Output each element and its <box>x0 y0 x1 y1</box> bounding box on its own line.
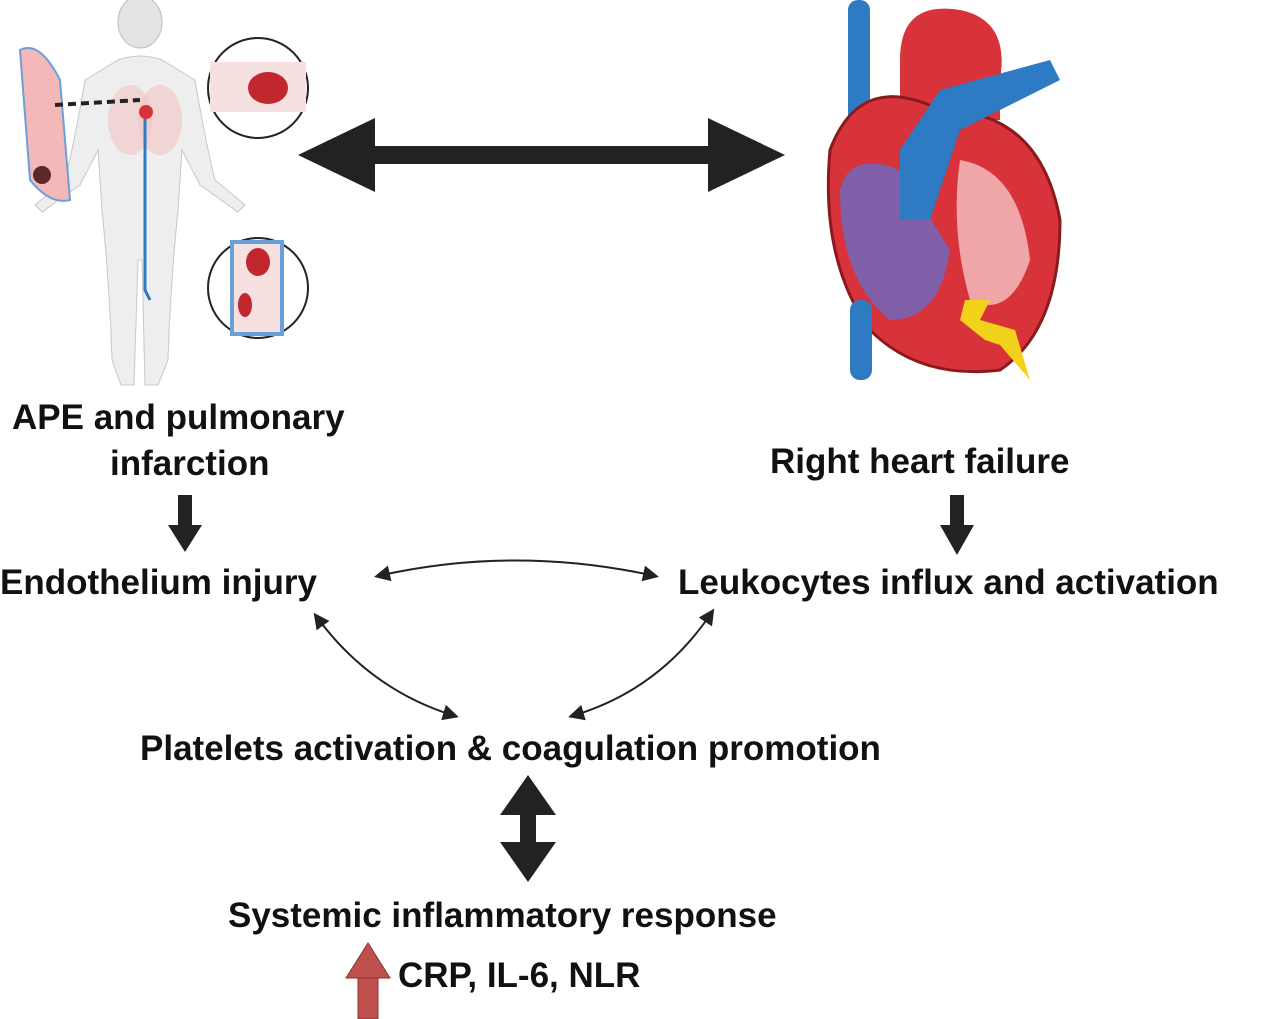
label-endothelium-injury: Endothelium injury <box>0 563 317 602</box>
arrow-endothelium-platelets <box>313 612 459 721</box>
arrow-endothelium-leukocytes <box>374 559 659 582</box>
increase-arrow <box>345 942 391 1019</box>
label-leukocytes: Leukocytes influx and activation <box>678 563 1219 602</box>
label-platelets: Platelets activation & coagulation promo… <box>140 729 881 768</box>
arrow-leukocytes-platelets <box>568 608 715 721</box>
human-body-illustration <box>18 0 309 386</box>
bidirectional-arrow-vertical <box>500 775 556 882</box>
label-right-heart-failure: Right heart failure <box>770 442 1070 481</box>
heart-illustration <box>826 0 1062 380</box>
label-ape: APE and pulmonary <box>12 398 345 437</box>
label-infarction: infarction <box>110 444 270 483</box>
bidirectional-arrow-large <box>298 118 785 192</box>
label-markers: CRP, IL-6, NLR <box>398 956 641 995</box>
label-systemic-response: Systemic inflammatory response <box>228 896 777 935</box>
down-arrow-left <box>168 495 202 552</box>
down-arrow-right <box>940 495 974 555</box>
